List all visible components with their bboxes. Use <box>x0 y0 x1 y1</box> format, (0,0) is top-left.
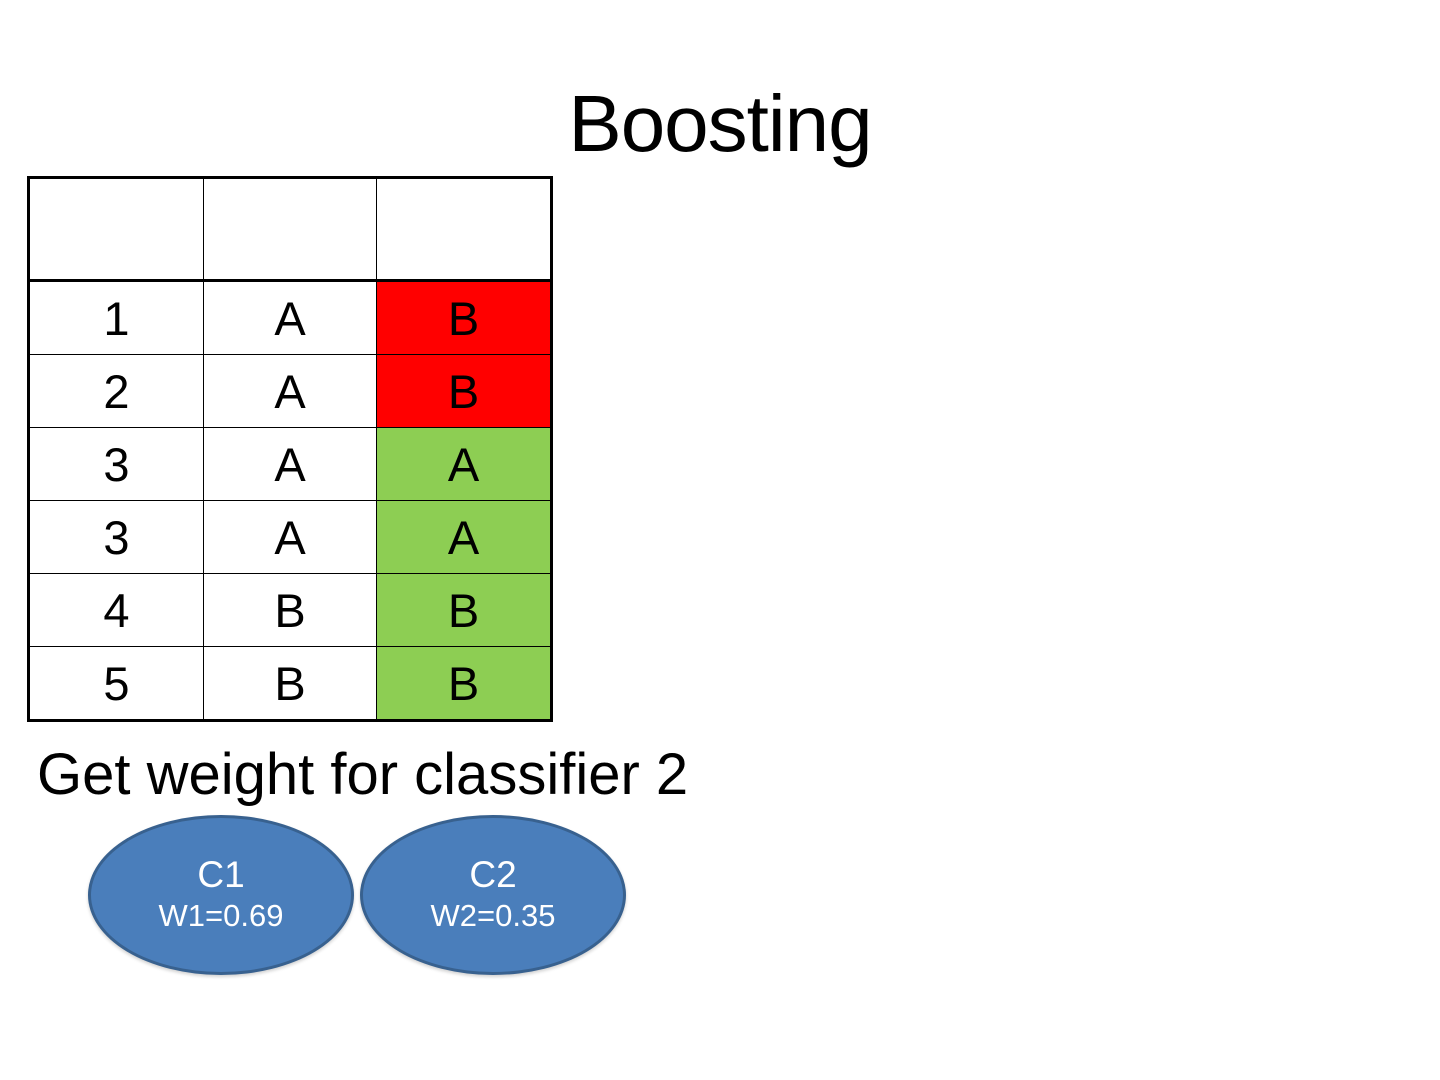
classifier-name-label: C1 <box>197 854 245 895</box>
classifier-weight-label: W1=0.69 <box>158 898 284 933</box>
column-header-predicted <box>376 176 553 282</box>
classifier-node-c1: C1 W1=0.69 <box>88 815 354 975</box>
table-row: 5 B B <box>27 646 553 722</box>
cell-predicted-correct: B <box>376 573 553 647</box>
cell-predicted-correct: A <box>376 500 553 574</box>
table-row: 3 A A <box>27 500 553 574</box>
table-row: 1 A B <box>27 280 553 355</box>
cell-actual: A <box>203 280 377 355</box>
cell-id: 3 <box>27 427 204 501</box>
cell-predicted-correct: B <box>376 646 553 722</box>
classifier-weight-label: W2=0.35 <box>430 898 556 933</box>
cell-actual: B <box>203 646 377 722</box>
cell-actual: B <box>203 573 377 647</box>
cell-actual: A <box>203 500 377 574</box>
cell-id: 4 <box>27 573 204 647</box>
cell-predicted-incorrect: B <box>376 354 553 428</box>
classifier-group: C1 W1=0.69 C2 W2=0.35 <box>88 815 628 985</box>
table-row: 2 A B <box>27 354 553 428</box>
cell-actual: A <box>203 427 377 501</box>
cell-id: 5 <box>27 646 204 722</box>
classifier-node-c2: C2 W2=0.35 <box>360 815 626 975</box>
column-header-id <box>27 176 204 282</box>
table-row: 3 A A <box>27 427 553 501</box>
instruction-text: Get weight for classifier 2 <box>37 742 689 807</box>
cell-predicted-incorrect: B <box>376 280 553 355</box>
cell-actual: A <box>203 354 377 428</box>
cell-id: 3 <box>27 500 204 574</box>
cell-id: 1 <box>27 280 204 355</box>
prediction-table: 1 A B 2 A B 3 A A 3 A A 4 B B 5 B B <box>27 176 553 722</box>
column-header-actual <box>203 176 377 282</box>
cell-id: 2 <box>27 354 204 428</box>
cell-predicted-correct: A <box>376 427 553 501</box>
table-header-row <box>27 176 553 282</box>
classifier-name-label: C2 <box>469 854 517 895</box>
page-title: Boosting <box>568 79 872 168</box>
table-row: 4 B B <box>27 573 553 647</box>
